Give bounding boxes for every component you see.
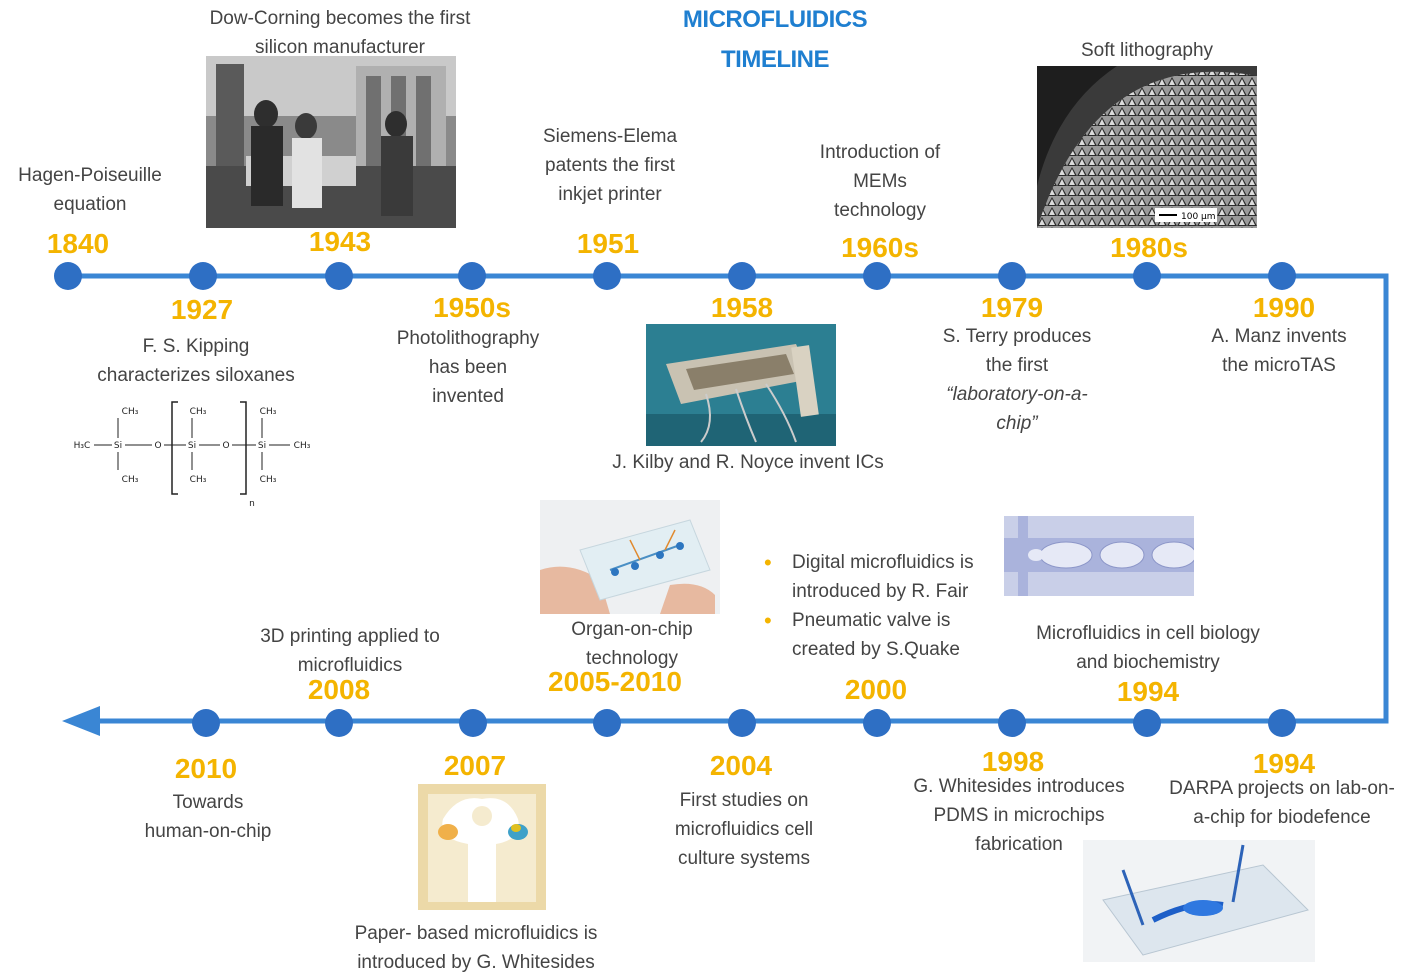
timeline-node-bottom-4 [593,709,621,737]
pdms-chip-photo [1083,840,1315,962]
year-1994-darpa: 1994 [1252,748,1316,779]
timeline-nodes [54,262,1296,737]
timeline-node-bottom-6 [863,709,891,737]
year-2007: 2007 [443,750,507,781]
timeline-node-top-8 [998,262,1026,290]
timeline-node-top-2 [189,262,217,290]
timeline-node-bottom-1 [192,709,220,737]
event-1994-darpa-description: DARPA projects on lab-on-a-chip for biod… [1169,778,1395,828]
timeline-node-top-10 [1268,262,1296,290]
scale-bar-label: 100 μm [1181,212,1216,222]
year-1979: 1979 [980,292,1044,323]
page-title-line1: MICROFLUIDICS [682,6,868,33]
year-1960s: 1960s [841,232,919,263]
svg-text:Si: Si [188,441,196,451]
year-1994-cell-biology: 1994 [1116,676,1180,707]
siloxane-structure-diagram: H₃C Si CH₃ CH₃ O Si CH₃ CH₃ O Si CH₃ CH₃… [74,401,311,509]
soft-lithography-sem-image: 100 μm [1037,66,1257,228]
timeline-node-bottom-2 [325,709,353,737]
year-2005-2010: 2005-2010 [548,666,682,697]
year-1943: 1943 [308,226,372,257]
year-2010: 2010 [174,753,238,784]
timeline-node-top-1 [54,262,82,290]
timeline-node-top-7 [863,262,891,290]
droplet-microchannel-image [1004,516,1194,596]
timeline-node-bottom-5 [728,709,756,737]
year-1958: 1958 [710,292,774,323]
organ-on-chip-photo [540,500,720,614]
svg-text:CH₃: CH₃ [122,407,139,417]
timeline-node-bottom-9 [1268,709,1296,737]
svg-text:Si: Si [114,441,122,451]
integrated-circuit-photo [646,324,836,446]
timeline-node-top-9 [1133,262,1161,290]
svg-text:H₃C: H₃C [74,441,91,451]
timeline-node-top-3 [325,262,353,290]
year-1980s: 1980s [1110,232,1188,263]
timeline-arrow-head [62,706,100,736]
timeline-node-bottom-8 [1133,709,1161,737]
timeline-node-bottom-7 [998,709,1026,737]
svg-text:n: n [249,499,255,509]
year-2000: 2000 [844,674,908,705]
svg-text:O: O [154,441,161,451]
timeline-node-top-6 [728,262,756,290]
paper-microfluidics-photo [418,784,546,910]
svg-text:O: O [222,441,229,451]
year-1990: 1990 [1252,292,1316,323]
svg-text:Si: Si [258,441,266,451]
year-1998: 1998 [981,746,1045,777]
year-1950s: 1950s [433,292,511,323]
year-1840: 1840 [46,228,110,259]
svg-text:CH₃: CH₃ [190,407,207,417]
timeline-node-top-4 [458,262,486,290]
svg-text:CH₃: CH₃ [260,475,277,485]
year-1927: 1927 [170,294,234,325]
year-2004: 2004 [709,750,773,781]
factory-photo [206,56,456,228]
svg-text:CH₃: CH₃ [294,441,311,451]
svg-text:CH₃: CH₃ [260,407,277,417]
year-1951: 1951 [576,228,640,259]
timeline-node-bottom-3 [459,709,487,737]
event-1958-description: J. Kilby and R. Noyce invent ICs [612,452,884,473]
year-2008: 2008 [307,674,371,705]
svg-text:CH₃: CH₃ [122,475,139,485]
timeline-node-top-5 [593,262,621,290]
event-1980s-description: Soft lithography [1080,40,1214,61]
page-title-line2: TIMELINE [721,46,830,73]
svg-text:CH₃: CH₃ [190,475,207,485]
